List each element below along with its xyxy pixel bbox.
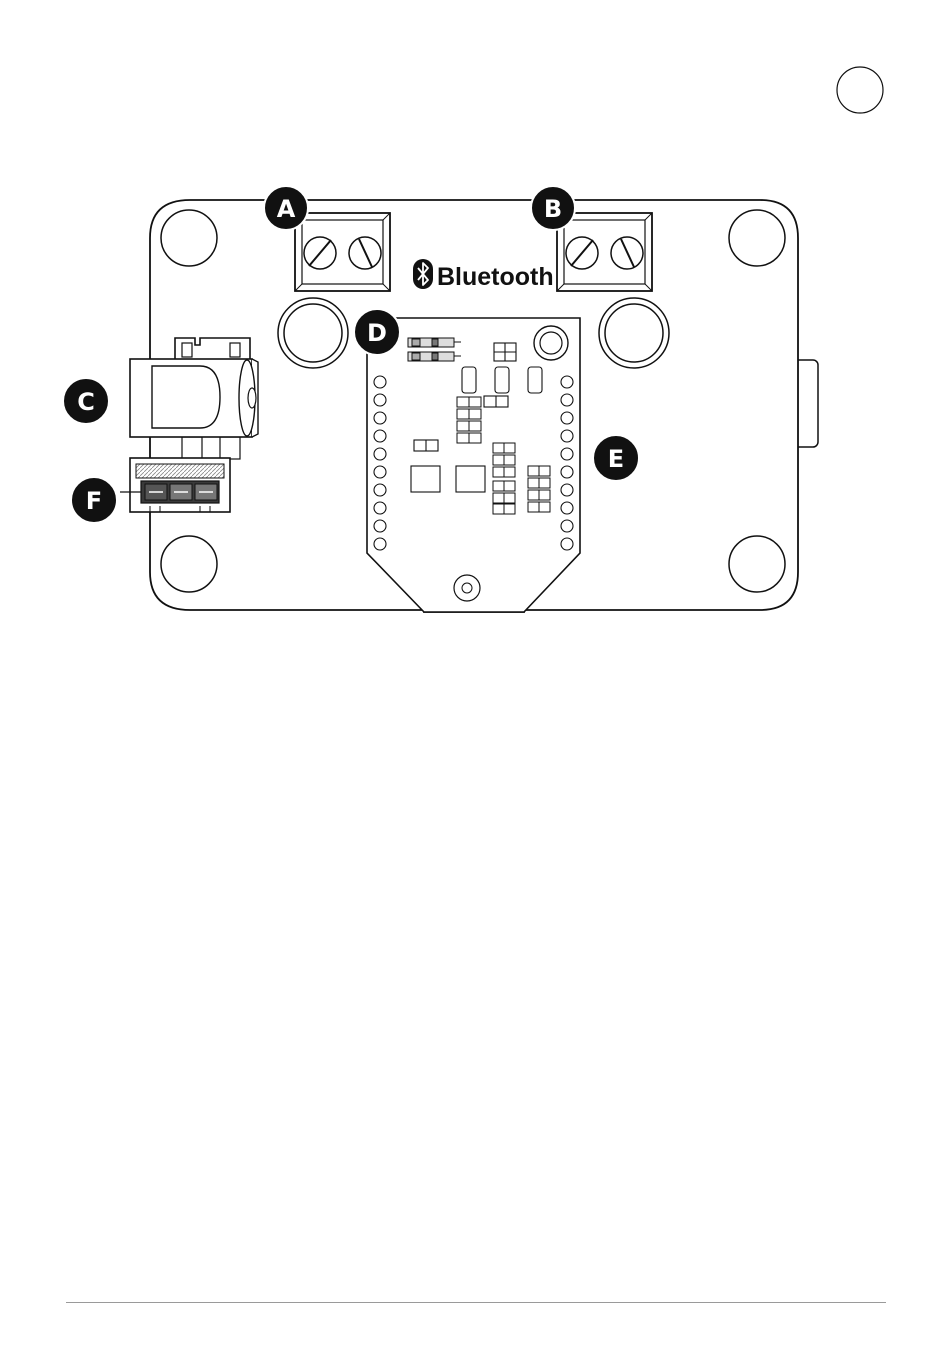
- callout-label: E: [608, 445, 624, 473]
- mounting-hole: [161, 536, 217, 592]
- callout-label: A: [277, 195, 296, 223]
- callout-label: D: [367, 319, 387, 347]
- page-marker-circle: [837, 67, 883, 113]
- terminal-block-right: [557, 213, 652, 291]
- callout-label: C: [77, 388, 95, 416]
- bluetooth-module: [367, 318, 580, 612]
- callout-B: B: [531, 186, 575, 230]
- bluetooth-wordmark: Bluetooth: [437, 263, 554, 291]
- callout-E: E: [593, 435, 639, 481]
- callout-D: D: [354, 309, 400, 355]
- callout-label: B: [544, 195, 562, 223]
- callout-A: A: [264, 186, 308, 230]
- callout-F: F: [71, 477, 117, 523]
- callout-C: C: [63, 378, 109, 424]
- mounting-hole: [161, 210, 217, 266]
- callout-label: F: [86, 487, 102, 515]
- bluetooth-icon: [413, 259, 433, 289]
- footer-divider: [66, 1302, 886, 1303]
- resistor: [408, 338, 461, 347]
- three-pin-connector: [120, 458, 230, 512]
- mounting-hole: [729, 536, 785, 592]
- mounting-hole: [729, 210, 785, 266]
- terminal-block-left: [295, 213, 390, 291]
- resistor: [408, 352, 461, 361]
